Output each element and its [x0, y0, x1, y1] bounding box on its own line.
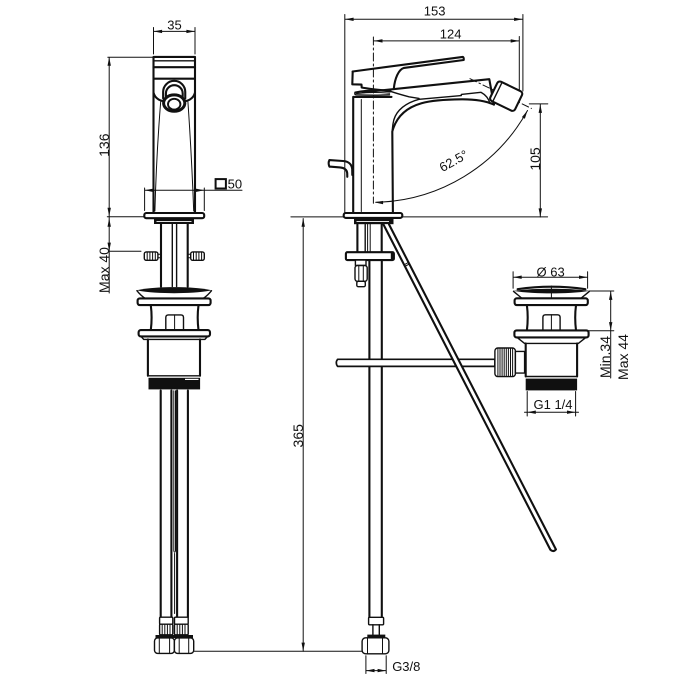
- svg-text:136: 136: [96, 133, 112, 157]
- svg-text:Ø 63: Ø 63: [537, 264, 565, 279]
- svg-text:365: 365: [290, 424, 306, 448]
- svg-text:50: 50: [228, 176, 242, 191]
- svg-text:G3/8: G3/8: [392, 659, 420, 674]
- svg-text:153: 153: [424, 4, 446, 19]
- svg-text:Min.34: Min.34: [597, 336, 613, 378]
- svg-text:Max 44: Max 44: [615, 334, 631, 380]
- svg-text:105: 105: [527, 147, 543, 171]
- svg-text:124: 124: [440, 26, 462, 41]
- svg-text:35: 35: [167, 18, 181, 33]
- svg-text:G1 1/4: G1 1/4: [533, 397, 572, 412]
- svg-text:Max 40: Max 40: [96, 247, 112, 293]
